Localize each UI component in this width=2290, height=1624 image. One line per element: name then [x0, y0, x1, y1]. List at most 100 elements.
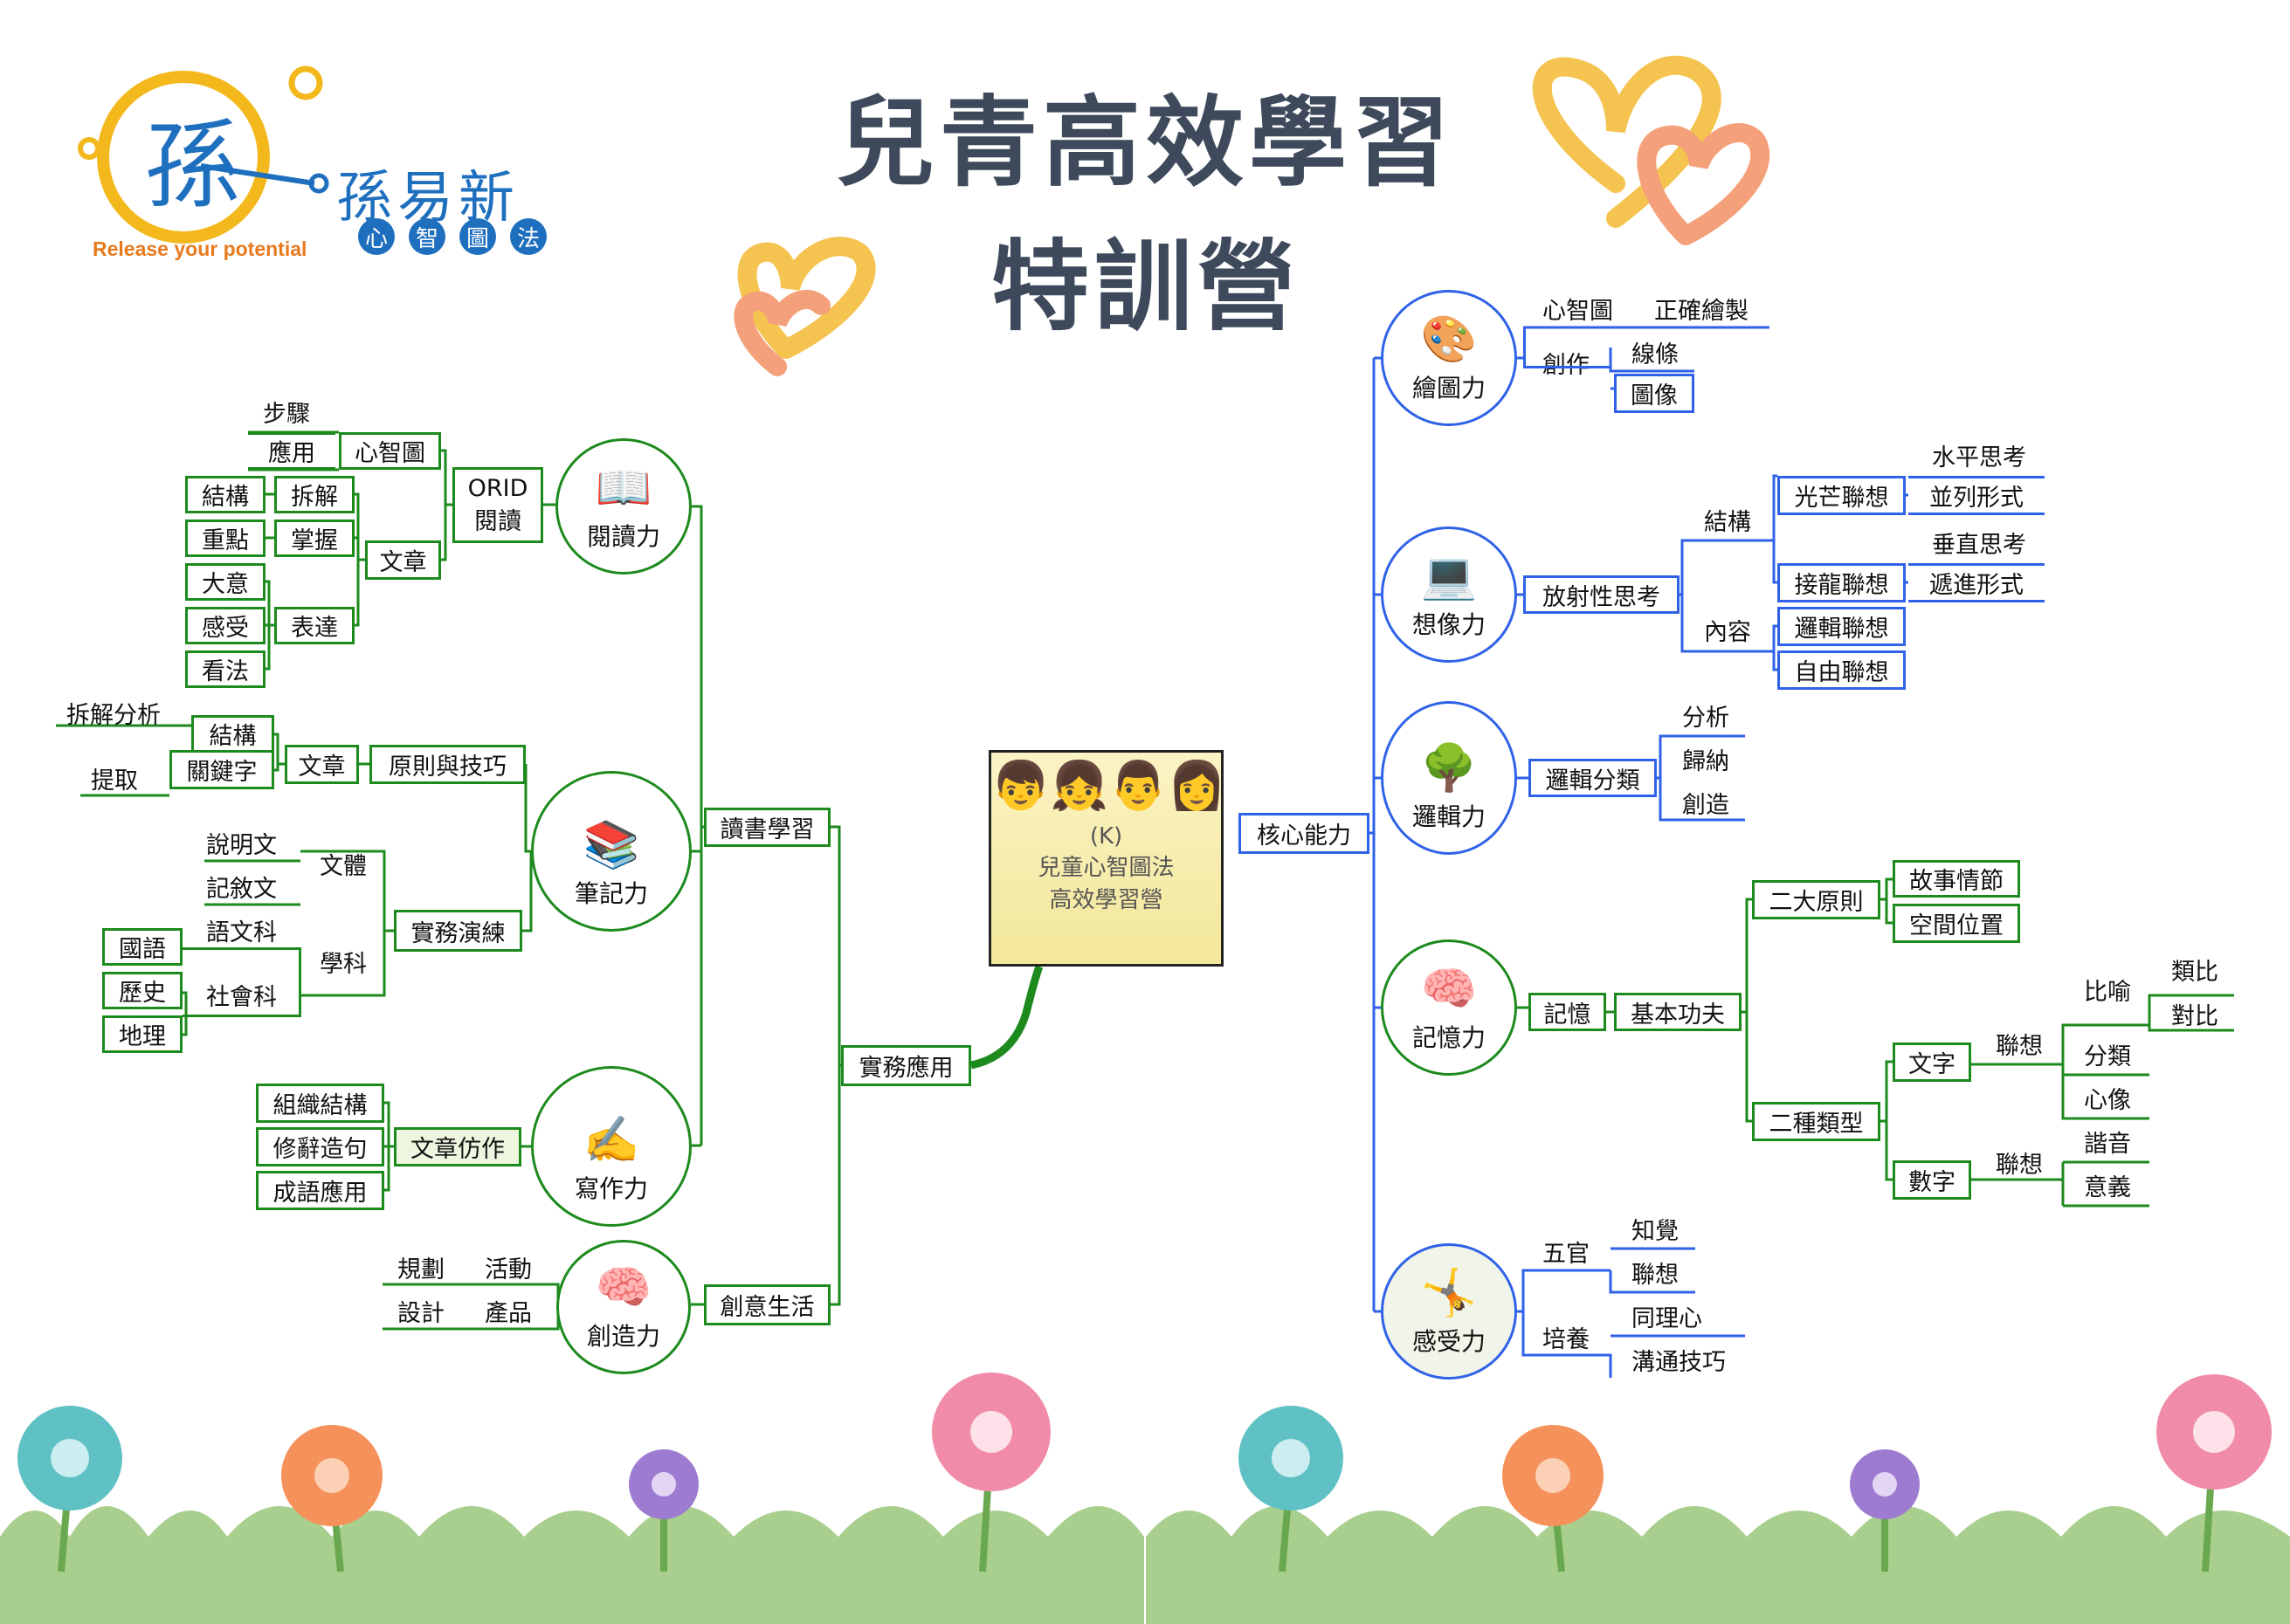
node-writing[interactable]: ✍️ 寫作力 — [531, 1066, 692, 1227]
node-structure: 結構 — [1704, 509, 1751, 536]
node-keyword[interactable]: 關鍵字 — [169, 750, 274, 789]
painter-boy-icon: 🎨 — [1420, 313, 1478, 366]
brain-icon: 🧠 — [1420, 963, 1478, 1015]
node-label: 寫作力 — [574, 1174, 648, 1203]
node-imagination[interactable]: 💻 想像力 — [1381, 526, 1517, 663]
node-label: 感受力 — [1411, 1327, 1486, 1356]
branch-practice[interactable]: 實務應用 — [841, 1045, 971, 1086]
node-cultivate: 培養 — [1542, 1326, 1590, 1353]
node-words[interactable]: 文字 — [1893, 1043, 1971, 1082]
node-rhetoric[interactable]: 修辭造句 — [256, 1127, 384, 1166]
node-chinese[interactable]: 國語 — [102, 928, 183, 966]
node-article[interactable]: 文章 — [365, 540, 441, 580]
node-structure[interactable]: 結構 — [185, 476, 266, 513]
node-express[interactable]: 表達 — [274, 607, 355, 644]
node-organize[interactable]: 組織結構 — [256, 1084, 384, 1123]
writer-girl-icon: ✍️ — [583, 1114, 640, 1166]
node-social: 社會科 — [206, 984, 277, 1011]
grass — [0, 1506, 2290, 1624]
node-idiom[interactable]: 成語應用 — [256, 1171, 384, 1210]
node-key[interactable]: 重點 — [185, 520, 266, 557]
node-creativity[interactable]: 🧠創造力 — [556, 1240, 691, 1374]
node-content: 內容 — [1704, 619, 1751, 646]
node-memory[interactable]: 🧠記憶力 — [1381, 939, 1517, 1076]
node-chain[interactable]: 接龍聯想 — [1777, 563, 1906, 602]
node-space[interactable]: 空間位置 — [1893, 904, 2020, 943]
central-line2: 高效學習營 — [1049, 887, 1163, 914]
node-metaphor: 比喻 — [2084, 979, 2131, 1006]
node-mental-image: 心像 — [2084, 1087, 2131, 1114]
node-feeling[interactable]: 🤸感受力 — [1381, 1243, 1517, 1380]
node-feeling[interactable]: 感受 — [185, 607, 266, 644]
node-two-principles[interactable]: 二大原則 — [1752, 880, 1880, 919]
logo-char: 心 — [358, 218, 395, 255]
node-subject: 學科 — [320, 951, 367, 978]
node-extract: 提取 — [91, 767, 138, 795]
node-drawing[interactable]: 🎨繪圖力 — [1381, 290, 1517, 426]
flower-icon — [17, 1373, 2272, 1572]
node-practice[interactable]: 實務演練 — [394, 910, 522, 952]
node-assoc-numbers: 聯想 — [1996, 1152, 2043, 1179]
idea-tree-icon: 🌳 — [1420, 742, 1478, 795]
node-create: 創造 — [1682, 792, 1729, 819]
node-mindmap[interactable]: 心智圖 — [339, 432, 441, 470]
node-analyze: 分析 — [1682, 705, 1729, 732]
node-analysis: 拆解分析 — [66, 702, 161, 729]
node-grasp[interactable]: 掌握 — [274, 520, 355, 557]
node-product: 產品 — [485, 1300, 532, 1327]
node-label: 閱讀 — [474, 507, 521, 535]
page-subtitle: 特訓營 — [991, 231, 1300, 344]
node-apply[interactable]: 應用 — [248, 432, 335, 470]
branch-core[interactable]: 核心能力 — [1238, 813, 1369, 854]
node-geography[interactable]: 地理 — [102, 1015, 183, 1053]
central-topic[interactable]: 👦👧👨‍👩 (K) 兒童心智圖法 高效學習營 — [989, 750, 1224, 967]
node-lines: 線條 — [1631, 341, 1679, 368]
node-label: 想像力 — [1411, 610, 1486, 639]
node-narrative: 記敘文 — [206, 876, 277, 903]
node-principle[interactable]: 原則與技巧 — [369, 745, 526, 784]
branch-life[interactable]: 創意生活 — [704, 1284, 831, 1325]
node-gist[interactable]: 大意 — [185, 563, 266, 601]
central-line1: 兒童心智圖法 — [1038, 855, 1175, 882]
node-classify[interactable]: 邏輯分類 — [1528, 759, 1657, 797]
node-notes[interactable]: 📚 筆記力 — [531, 771, 692, 932]
node-genre: 文體 — [320, 853, 367, 880]
node-radiant[interactable]: 放射性思考 — [1523, 575, 1680, 614]
node-perception: 知覺 — [1631, 1218, 1679, 1245]
node-memorize[interactable]: 記憶 — [1528, 993, 1606, 1031]
node-label: 筆記力 — [574, 879, 648, 908]
branch-study[interactable]: 讀書學習 — [704, 808, 831, 847]
books-icon: 📚 — [583, 819, 640, 871]
node-logic[interactable]: 🌳邏輯力 — [1381, 701, 1517, 855]
logo-chars: 心 智 圖 法 — [358, 218, 547, 255]
node-image[interactable]: 圖像 — [1614, 374, 1694, 413]
node-activity: 活動 — [485, 1256, 532, 1283]
node-structure[interactable]: 結構 — [191, 715, 274, 753]
node-article[interactable]: 文章 — [285, 745, 359, 784]
node-reading[interactable]: 📖閱讀力 — [555, 438, 692, 575]
node-progressive[interactable]: 遞進形式 — [1908, 563, 2045, 602]
laptop-icon: 💻 — [1420, 550, 1478, 602]
node-assoc-words: 聯想 — [1996, 1033, 2043, 1060]
node-two-types[interactable]: 二種類型 — [1752, 1102, 1880, 1141]
logo-tagline: Release your potential — [93, 237, 307, 260]
node-category: 分類 — [2084, 1043, 2131, 1070]
node-view[interactable]: 看法 — [185, 650, 266, 688]
node-imitate[interactable]: 文章仿作 — [394, 1127, 521, 1166]
node-free[interactable]: 自由聯想 — [1777, 650, 1906, 690]
node-analogy: 類比 — [2171, 959, 2218, 986]
node-history[interactable]: 歷史 — [102, 972, 183, 1009]
node-story[interactable]: 故事情節 — [1893, 860, 2020, 898]
node-parallel[interactable]: 並列形式 — [1908, 476, 2045, 515]
node-ray[interactable]: 光芒聯想 — [1777, 476, 1906, 515]
node-label: 閱讀力 — [586, 522, 660, 551]
node-empathy: 同理心 — [1631, 1305, 1702, 1332]
node-basics[interactable]: 基本功夫 — [1614, 993, 1742, 1031]
social-bracket — [183, 947, 301, 1017]
node-numbers[interactable]: 數字 — [1893, 1160, 1971, 1200]
node-expository: 說明文 — [206, 832, 277, 859]
node-dismantle[interactable]: 拆解 — [274, 476, 355, 513]
node-logic-assoc[interactable]: 邏輯聯想 — [1777, 607, 1906, 646]
